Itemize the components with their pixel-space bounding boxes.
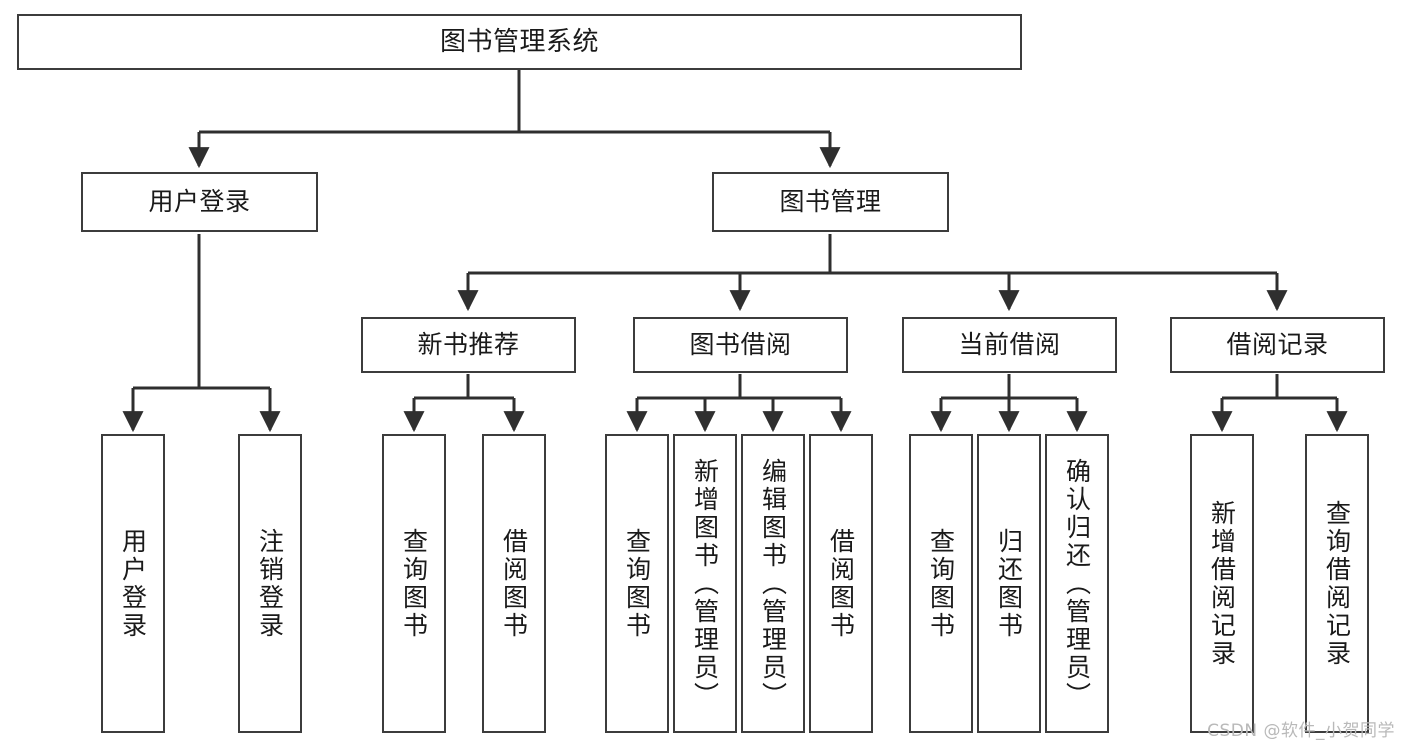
node-label: 查询图书 <box>926 527 956 640</box>
node-label: 查询借阅记录 <box>1322 499 1352 668</box>
leaf-add-book-admin[interactable]: 新增图书（管理员） <box>673 434 737 733</box>
leaf-query-book-newbook[interactable]: 查询图书 <box>382 434 446 733</box>
node-label: 当前借阅 <box>958 330 1061 360</box>
node-label: 编辑图书（管理员） <box>758 457 788 710</box>
node-label: 图书管理系统 <box>439 26 599 57</box>
node-new-book-recommend[interactable]: 新书推荐 <box>361 317 576 373</box>
node-label: 新书推荐 <box>417 330 520 360</box>
node-label: 确认归还（管理员） <box>1062 457 1092 710</box>
leaf-return-book[interactable]: 归还图书 <box>977 434 1041 733</box>
node-label: 借阅记录 <box>1226 330 1329 360</box>
node-label: 图书借阅 <box>689 330 792 360</box>
node-label: 图书管理 <box>779 187 882 217</box>
leaf-borrow-book-newbook[interactable]: 借阅图书 <box>482 434 546 733</box>
leaf-query-borrow-record[interactable]: 查询借阅记录 <box>1305 434 1369 733</box>
node-label: 借阅图书 <box>826 527 856 640</box>
node-label: 用户登录 <box>118 527 148 640</box>
node-label: 新增图书（管理员） <box>690 457 720 710</box>
node-label: 借阅图书 <box>499 527 529 640</box>
node-user-login-module[interactable]: 用户登录 <box>81 172 318 232</box>
leaf-borrow-book-borrow[interactable]: 借阅图书 <box>809 434 873 733</box>
watermark-text: CSDN @软件_小贺同学 <box>1207 721 1395 741</box>
node-book-borrow[interactable]: 图书借阅 <box>633 317 848 373</box>
node-current-borrow[interactable]: 当前借阅 <box>902 317 1117 373</box>
leaf-logout-login[interactable]: 注销登录 <box>238 434 302 733</box>
node-book-management-module[interactable]: 图书管理 <box>712 172 949 232</box>
leaf-edit-book-admin[interactable]: 编辑图书（管理员） <box>741 434 805 733</box>
node-label: 注销登录 <box>255 527 285 640</box>
leaf-user-login[interactable]: 用户登录 <box>101 434 165 733</box>
node-label: 查询图书 <box>622 527 652 640</box>
node-label: 归还图书 <box>994 527 1024 640</box>
node-borrow-record[interactable]: 借阅记录 <box>1170 317 1385 373</box>
leaf-query-book-borrow[interactable]: 查询图书 <box>605 434 669 733</box>
leaf-confirm-return-admin[interactable]: 确认归还（管理员） <box>1045 434 1109 733</box>
leaf-add-borrow-record[interactable]: 新增借阅记录 <box>1190 434 1254 733</box>
leaf-query-book-current[interactable]: 查询图书 <box>909 434 973 733</box>
node-label: 用户登录 <box>148 187 251 217</box>
node-root-system[interactable]: 图书管理系统 <box>17 14 1022 70</box>
node-label: 新增借阅记录 <box>1207 499 1237 668</box>
node-label: 查询图书 <box>399 527 429 640</box>
